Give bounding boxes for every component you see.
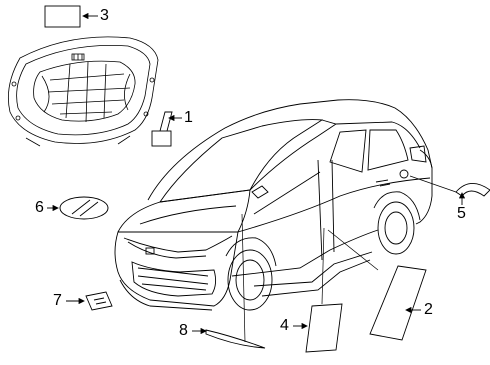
label-hood-rectangle	[44, 5, 81, 28]
label-strip	[205, 329, 266, 349]
callout-8: 8	[179, 322, 188, 339]
strip-locator-line	[241, 213, 246, 343]
callout-6: 6	[35, 199, 44, 216]
label-front-small	[85, 291, 113, 311]
label-oval	[59, 196, 109, 220]
callout-5: 5	[457, 205, 466, 222]
callout-1: 1	[184, 109, 193, 126]
callout-2: 2	[424, 301, 433, 318]
label-arch	[455, 183, 490, 197]
hood-drawing	[7, 36, 159, 147]
arch-locator-line	[409, 175, 457, 193]
rect-locator-line	[321, 227, 325, 305]
callout-4: 4	[280, 317, 289, 334]
large-locator-line	[327, 229, 379, 271]
label-small-rectangle	[305, 303, 343, 353]
label-folded-tag	[151, 111, 173, 147]
label-large-rectangle	[369, 265, 427, 341]
car-drawing	[114, 99, 433, 311]
callout-3: 3	[100, 7, 109, 24]
callout-7: 7	[53, 292, 62, 309]
